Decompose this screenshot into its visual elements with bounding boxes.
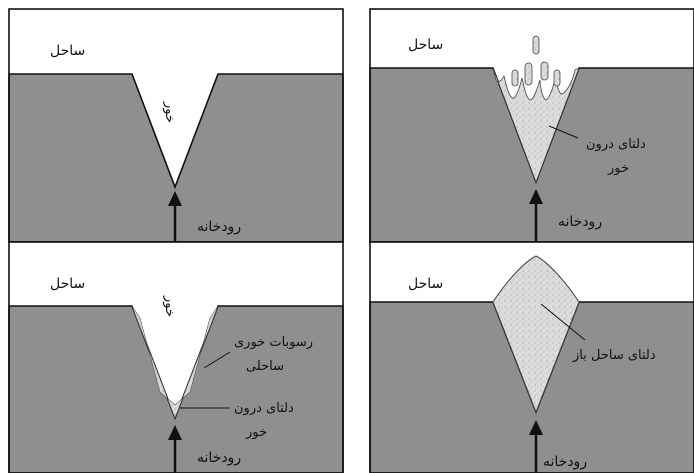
sediment-fill	[131, 305, 219, 419]
river-arrow	[529, 420, 543, 473]
coast-label: ساحل	[50, 276, 85, 292]
river-label: رودخانه	[543, 454, 587, 470]
delta-fill	[492, 67, 580, 184]
estuary-label: خور	[162, 101, 177, 123]
delta-label: خور	[607, 161, 629, 176]
delta-label: دلتای درون	[234, 401, 294, 416]
river-arrow	[168, 425, 182, 473]
panel-bottom-right: ساحل دلتای ساحل باز رودخانه	[369, 241, 694, 473]
open-delta-pointer	[540, 303, 586, 341]
coast-label: ساحل	[408, 276, 443, 292]
sediment-label: رسوبات خوری	[234, 335, 313, 350]
delta-label: خور	[245, 425, 267, 440]
sediment-lobes	[511, 35, 561, 87]
open-delta-fill	[492, 255, 580, 414]
river-arrow	[168, 191, 182, 242]
coast-label: ساحل	[408, 37, 443, 53]
river-label: رودخانه	[197, 219, 241, 235]
estuary-label: خور	[162, 295, 177, 317]
coast-label: ساحل	[50, 43, 85, 59]
river-label: رودخانه	[558, 214, 602, 230]
sediment-label: ساحلی	[246, 359, 284, 374]
open-delta-label: دلتای ساحل باز	[572, 348, 656, 363]
panel-bottom-left: ساحل خور رسوبات خوری ساحلی دلتای درون خو…	[8, 241, 344, 473]
delta-label: دلتای درون	[586, 137, 646, 152]
river-label: رودخانه	[197, 450, 241, 466]
river-arrow	[529, 189, 543, 242]
sediment-pointer	[203, 351, 231, 369]
panel-top-left: ساحل خور رودخانه	[8, 8, 344, 243]
delta-pointer	[548, 125, 579, 139]
panel-top-right: ساحل دلتای درون خور رودخانه	[369, 8, 694, 243]
